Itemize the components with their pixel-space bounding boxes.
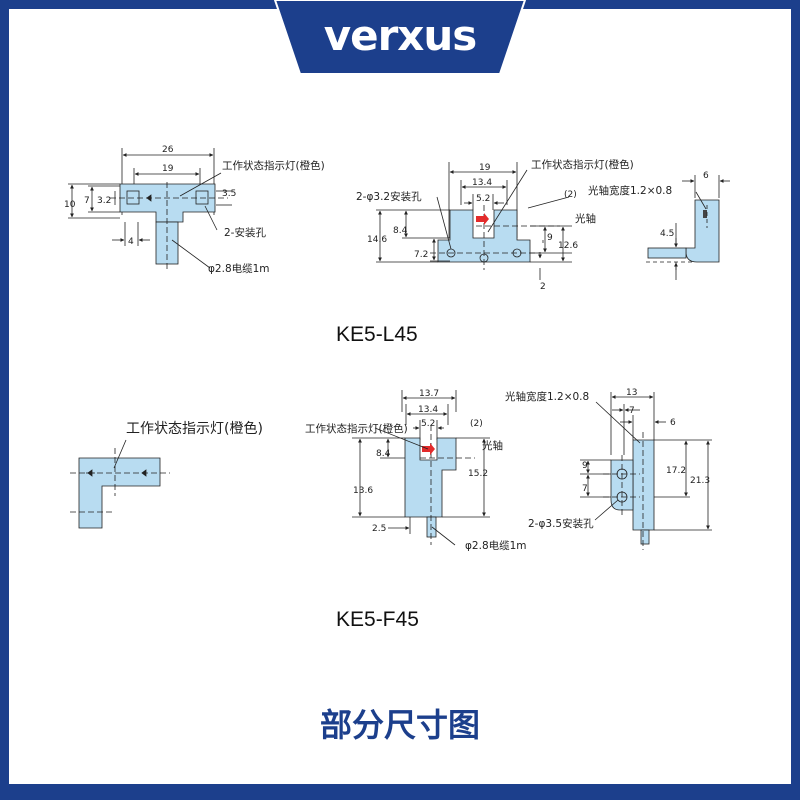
dim-15-2: 15.2	[468, 469, 488, 479]
dim-9: 9	[547, 233, 553, 243]
dim-21-3: 21.3	[690, 476, 710, 486]
holes-label: 2-φ3.2安装孔	[356, 190, 422, 203]
indicator-label: 工作状态指示灯(橙色)	[531, 158, 634, 171]
dim-6: 6	[670, 418, 676, 428]
dim-5-2: 5.2	[421, 419, 435, 429]
dim-4-5: 4.5	[660, 229, 674, 239]
dim-13-4: 13.4	[418, 405, 438, 415]
dim-3-2: 3.2	[97, 196, 111, 206]
indicator-label: 工作状态指示灯(橙色)	[305, 422, 408, 435]
dim-8-4: 8.4	[376, 449, 391, 459]
dim-9: 9	[582, 461, 588, 471]
ke5-l45-front-view	[376, 162, 572, 280]
dim-14-6: 14.6	[367, 235, 387, 245]
dim-paren-2: (2)	[564, 190, 577, 200]
dim-7-top: 7	[629, 406, 635, 416]
ke5-f45-front-dims: 13.7 13.4 5.2 (2) 8.4 15.2 13.6 2.5 工作状态…	[305, 389, 527, 552]
dim-7-2: 7.2	[414, 250, 428, 260]
mount-holes-label: 2-安装孔	[224, 226, 266, 239]
page-caption: 部分尺寸图	[319, 706, 480, 744]
ke5-l45-top-view	[68, 148, 232, 270]
dim-10: 10	[64, 200, 76, 210]
ke5-f45-side-dims: 13 7 6 9 7 17.2 21.3 光轴宽度1.2×0.8 2-φ3.5安…	[505, 388, 710, 530]
optical-axis-label: 光轴	[482, 439, 503, 452]
brand-logo: verxus	[323, 11, 478, 60]
dim-8-4: 8.4	[393, 226, 408, 236]
dim-3-5: 3.5	[222, 189, 236, 199]
holes-label: 2-φ3.5安装孔	[528, 517, 594, 530]
dim-7: 7	[84, 196, 90, 206]
dim-26: 26	[162, 145, 174, 155]
dim-13-7: 13.7	[419, 389, 439, 399]
dim-2-5: 2.5	[372, 524, 386, 534]
model-name-ke5-l45: KE5-L45	[336, 323, 418, 346]
dim-13-4: 13.4	[472, 178, 492, 188]
ke5-l45-side-view	[646, 175, 730, 280]
dim-12-6: 12.6	[558, 241, 578, 251]
dim-19: 19	[162, 164, 174, 174]
cable-label: φ2.8电缆1m	[465, 539, 527, 552]
cable-label: φ2.8电缆1m	[208, 262, 270, 275]
ke5-l45-front-dims: 19 13.4 5.2 14.6 8.4 7.2 9 12.6 2 (2) 2-…	[356, 158, 634, 292]
brand-header-tab	[273, 0, 527, 75]
content-panel	[9, 9, 791, 784]
dim-2: 2	[540, 282, 546, 292]
indicator-label: 工作状态指示灯(橙色)	[222, 159, 325, 172]
dim-13-6: 13.6	[353, 486, 373, 496]
dim-17-2: 17.2	[666, 466, 686, 476]
ke5-l45-top-dims: 26 19 10 7 3.2 3.5 4 工作状态指示灯(橙色) 2-安装孔 φ…	[64, 145, 325, 275]
beam-width-label: 光轴宽度1.2×0.8	[505, 390, 589, 403]
ke5-l45-side-dims: 6 4.5 光轴宽度1.2×0.8	[588, 171, 709, 239]
dim-6: 6	[703, 171, 709, 181]
dim-13: 13	[626, 388, 637, 398]
ke5-f45-side-view	[580, 392, 712, 550]
dim-19: 19	[479, 163, 491, 173]
dim-5-2: 5.2	[476, 194, 490, 204]
dim-paren-2: (2)	[470, 419, 483, 429]
ke5-f45-front-view	[352, 390, 490, 546]
model-name-ke5-f45: KE5-F45	[336, 608, 419, 631]
ke5-f45-top-indicator-label: 工作状态指示灯(橙色)	[126, 420, 263, 437]
beam-width-label: 光轴宽度1.2×0.8	[588, 184, 672, 197]
dim-4: 4	[128, 237, 134, 247]
dim-7-bottom: 7	[582, 484, 588, 494]
ke5-f45-top-view	[70, 439, 170, 529]
optical-axis-label: 光轴	[575, 212, 596, 225]
